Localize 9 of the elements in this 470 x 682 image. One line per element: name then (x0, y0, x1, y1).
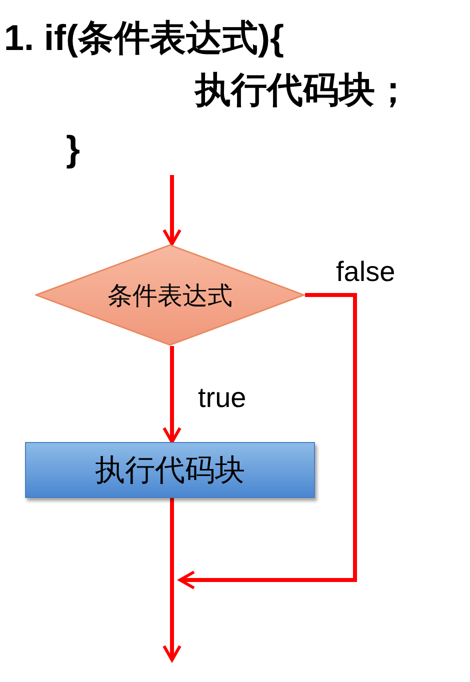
arrow (162, 346, 182, 444)
code-text: 执行代码块； (195, 68, 411, 112)
arrow (178, 293, 357, 590)
code-text: } (66, 128, 80, 170)
process-box: 执行代码块 (25, 442, 315, 498)
arrow (162, 498, 182, 662)
code-text: 1. if(条件表达式){ (4, 16, 284, 60)
decision-diamond: 条件表达式 (35, 244, 305, 346)
arrow (162, 175, 182, 246)
